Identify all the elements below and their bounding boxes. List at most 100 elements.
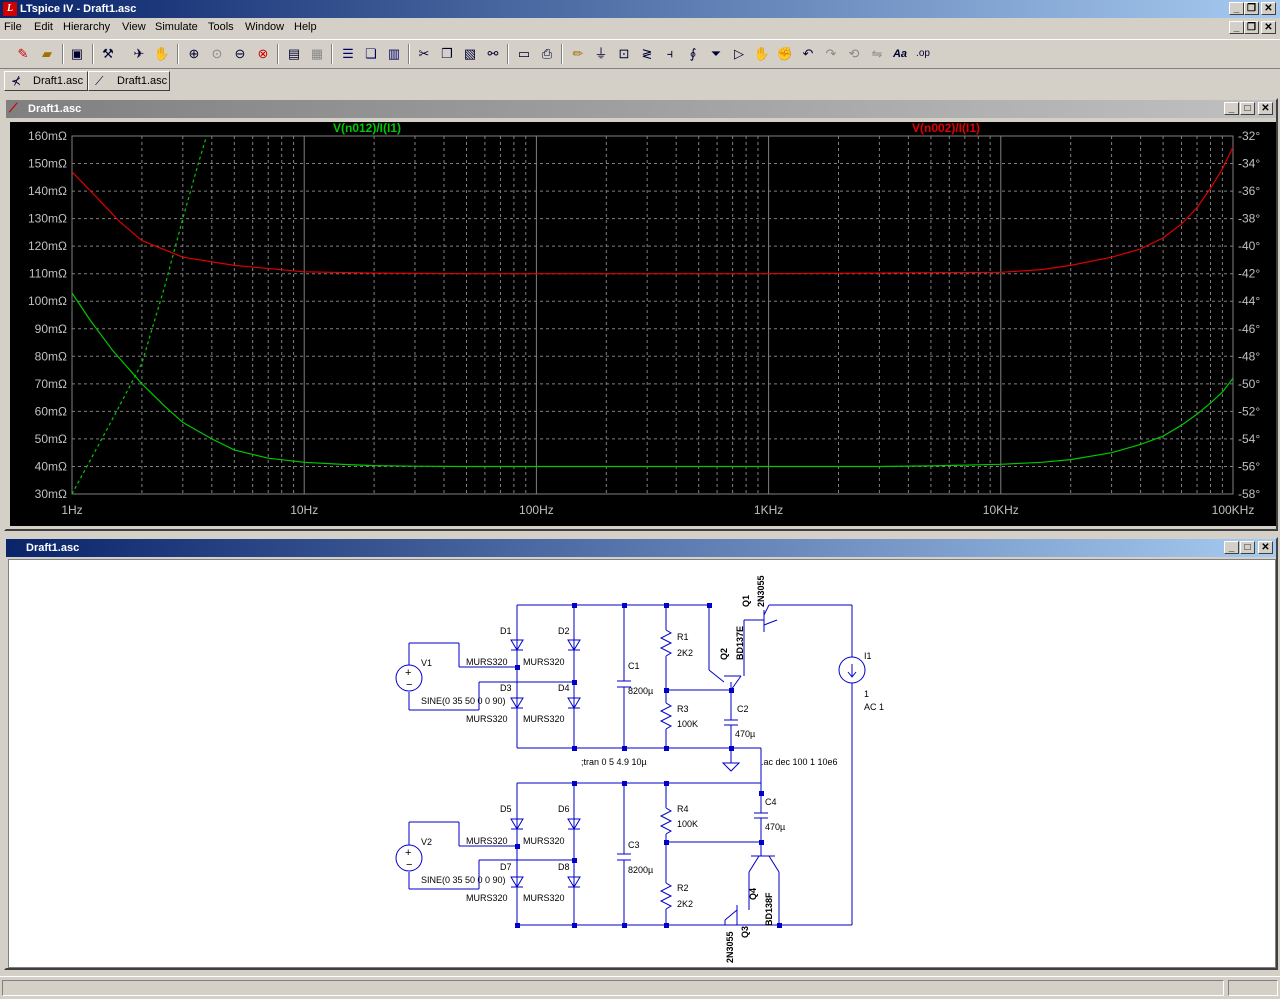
resistor-icon[interactable]: ≷	[641, 46, 653, 61]
print-preview-icon[interactable]: ▭	[517, 46, 531, 61]
y-left-tick-label: 50mΩ	[35, 432, 67, 446]
menu-help[interactable]: Help	[294, 21, 317, 33]
y-right-tick-label: -52°	[1238, 404, 1260, 418]
status-bar	[0, 976, 1280, 999]
component-icon[interactable]: ▷	[734, 46, 744, 61]
spice-directive-icon[interactable]: .op	[916, 48, 930, 59]
menu-view[interactable]: View	[122, 21, 146, 33]
label-net-icon[interactable]: ⊡	[618, 46, 630, 61]
label-c4: C4	[765, 797, 777, 807]
plot-minimize-icon[interactable]: _	[1224, 102, 1239, 115]
save-icon[interactable]: ▣	[70, 46, 84, 61]
schematic-close-icon[interactable]: ✕	[1258, 541, 1273, 554]
label-i1: I1	[864, 651, 872, 661]
y-right-tick-label: -56°	[1238, 459, 1260, 473]
zoom-fit-icon[interactable]: ⊗	[257, 46, 269, 61]
menu-bar: File Edit Hierarchy View Simulate Tools …	[0, 18, 1280, 38]
label-sine-v2: SINE(0 35 50 0 0 90)	[421, 875, 506, 885]
spice-directive-tran[interactable]: ;tran 0 5 4.9 10µ	[581, 757, 647, 767]
tab-waveform[interactable]: ⟋ Draft1.asc	[88, 71, 170, 91]
label-murs320: MURS320	[523, 657, 565, 667]
label-q2-value: BD137E	[735, 626, 745, 660]
menu-edit[interactable]: Edit	[34, 21, 53, 33]
label-c1: C1	[628, 661, 640, 671]
run-icon[interactable]: ✈	[133, 46, 145, 61]
paste-icon[interactable]: ▧	[463, 46, 477, 61]
label-murs320: MURS320	[466, 657, 508, 667]
schematic-maximize-icon[interactable]: □	[1240, 541, 1255, 554]
control-panel-icon[interactable]: ⚒	[102, 46, 114, 61]
plot-frame	[71, 135, 1234, 495]
capacitor-icon[interactable]: ⫞	[666, 46, 674, 61]
tab-schematic[interactable]: ⊀ Draft1.asc	[4, 71, 88, 91]
tile-horizontal-icon[interactable]: ☰	[342, 46, 354, 61]
zoom-pan-icon[interactable]: ⊙	[211, 46, 223, 61]
open-icon[interactable]: ▰	[42, 46, 52, 61]
menu-window[interactable]: Window	[245, 21, 285, 33]
menu-file[interactable]: File	[4, 21, 22, 33]
ground-icon[interactable]: ⏚	[594, 46, 608, 61]
zoom-in-icon[interactable]: ⊕	[188, 46, 200, 61]
svg-text:−: −	[406, 859, 412, 871]
autorange-icon[interactable]: ▤	[287, 46, 301, 61]
y-left-tick-label: 100mΩ	[28, 294, 67, 308]
waveform-chart[interactable]: 160mΩ150mΩ140mΩ130mΩ120mΩ110mΩ100mΩ90mΩ8…	[10, 121, 1276, 526]
x-tick-label: 1KHz	[754, 503, 783, 517]
move-icon[interactable]: ✋	[753, 46, 771, 61]
tile-vertical-icon[interactable]: ▥	[387, 46, 401, 61]
rotate-icon[interactable]: ⟲	[848, 46, 860, 61]
restore-icon[interactable]: ❐	[1244, 2, 1259, 15]
label-q2: Q2	[719, 648, 729, 660]
label-d5: D5	[500, 804, 512, 814]
plot-maximize-icon[interactable]: □	[1240, 102, 1255, 115]
ltspice-logo-icon: L	[3, 2, 17, 16]
label-q3: Q3	[740, 926, 750, 938]
svg-text:+: +	[405, 847, 411, 859]
drag-icon[interactable]: ✊	[776, 46, 794, 61]
copy-icon[interactable]: ❐	[441, 46, 453, 61]
status-panel-main	[2, 980, 1224, 996]
print-icon[interactable]: ⎙	[541, 46, 553, 61]
label-c1-value: 8200µ	[628, 686, 653, 696]
mirror-icon[interactable]: ⇋	[871, 46, 883, 61]
minimize-icon[interactable]: _	[1229, 2, 1244, 15]
text-icon[interactable]: Aa	[892, 48, 908, 60]
menu-hierarchy[interactable]: Hierarchy	[63, 21, 111, 33]
y-left-tick-label: 160mΩ	[28, 129, 67, 143]
label-r2: R2	[677, 883, 689, 893]
cut-icon[interactable]: ✂	[418, 46, 430, 61]
undo-icon[interactable]: ↶	[802, 46, 814, 61]
zoom-out-icon[interactable]: ⊖	[234, 46, 246, 61]
spice-directive-ac[interactable]: .ac dec 100 1 10e6	[761, 757, 838, 767]
label-c2: C2	[737, 704, 749, 714]
schematic-drawing[interactable]: +− +− D1 D2	[9, 560, 1275, 967]
find-icon[interactable]: ⚯	[487, 46, 499, 61]
y-left-tick-label: 110mΩ	[29, 267, 67, 281]
cascade-icon[interactable]: ❏	[365, 46, 377, 61]
draw-wire-icon[interactable]: ✏	[572, 46, 584, 61]
mdi-restore-icon[interactable]: ❐	[1244, 21, 1259, 34]
menu-tools[interactable]: Tools	[208, 21, 234, 33]
redo-icon[interactable]: ↷	[825, 46, 837, 61]
halt-icon[interactable]: ✋	[153, 46, 171, 61]
close-icon[interactable]: ✕	[1261, 2, 1276, 15]
schematic-minimize-icon[interactable]: _	[1224, 541, 1239, 554]
y-left-tick-label: 130mΩ	[28, 212, 67, 226]
schematic-canvas[interactable]: +− +− D1 D2	[8, 559, 1276, 968]
menu-simulate[interactable]: Simulate	[155, 21, 198, 33]
y-right-tick-label: -48°	[1238, 349, 1260, 363]
mdi-minimize-icon[interactable]: _	[1229, 21, 1244, 34]
new-schematic-icon[interactable]: ✎	[17, 46, 29, 61]
series-1-magnitude-line	[71, 146, 1234, 275]
toolbar: ✎ ▰ ▣ ⚒ ✈ ✋ ⊕ ⊙ ⊖ ⊗ ▤ ▦ ☰ ❏ ▥ ✂ ❐ ▧ ⚯ ▭ …	[0, 39, 1280, 69]
svg-text:+: +	[405, 667, 411, 679]
label-c3: C3	[628, 840, 640, 850]
grid-icon[interactable]: ▦	[310, 46, 324, 61]
plot-close-icon[interactable]: ✕	[1258, 102, 1273, 115]
mdi-close-icon[interactable]: ✕	[1261, 21, 1276, 34]
waveform-icon: ⟋	[9, 101, 18, 115]
y-right-tick-label: -32°	[1238, 129, 1260, 143]
inductor-icon[interactable]: ∮	[689, 46, 697, 61]
diode-icon[interactable]: ⏷	[710, 46, 722, 61]
